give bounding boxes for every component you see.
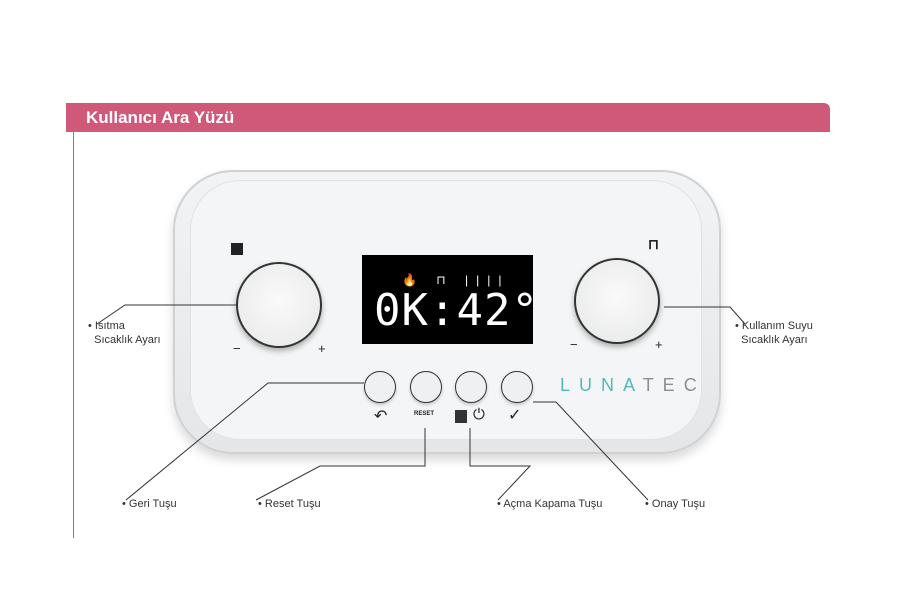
power-label: • Açma Kapama Tuşu: [497, 498, 603, 510]
water-plus: +: [655, 337, 663, 352]
radiator-icon: [231, 243, 243, 255]
brand-logo: LUNATEC: [560, 375, 706, 395]
radiator-icon: [455, 410, 467, 423]
water-temperature-knob[interactable]: [574, 258, 660, 344]
back-icon: ↶: [374, 408, 388, 425]
confirm-label: • Onay Tuşu: [645, 498, 706, 510]
power-button[interactable]: [455, 371, 487, 403]
heating-plus: +: [318, 341, 326, 356]
lcd-readout: 0K:42°: [374, 285, 539, 336]
lcd-display: 🔥 ⊓ |||| 0K:42°: [362, 255, 538, 344]
section-title: Kullanıcı Ara Yüzü: [86, 108, 235, 127]
reset-label: • Reset Tuşu: [258, 498, 321, 510]
tap-icon: ⊓: [648, 236, 659, 252]
heating-minus: −: [233, 341, 241, 356]
power-icon: ⏻: [473, 406, 485, 423]
accent-line: [73, 132, 74, 538]
water-label: • Kullanım Suyu Sıcaklık Ayarı: [735, 320, 813, 346]
reset-icon: RESET: [414, 411, 435, 417]
heating-label: • Isıtma Sıcaklık Ayarı: [88, 320, 161, 346]
lcd-status-icons: 🔥 ⊓ ||||: [402, 273, 510, 287]
heating-temperature-knob[interactable]: [236, 262, 322, 348]
back-label: • Geri Tuşu: [122, 498, 177, 510]
back-button[interactable]: [364, 371, 396, 403]
section-header: Kullanıcı Ara Yüzü: [66, 103, 830, 132]
check-icon: ✓: [508, 407, 522, 424]
reset-button[interactable]: [410, 371, 442, 403]
confirm-button[interactable]: [501, 371, 533, 403]
water-minus: −: [570, 337, 578, 352]
